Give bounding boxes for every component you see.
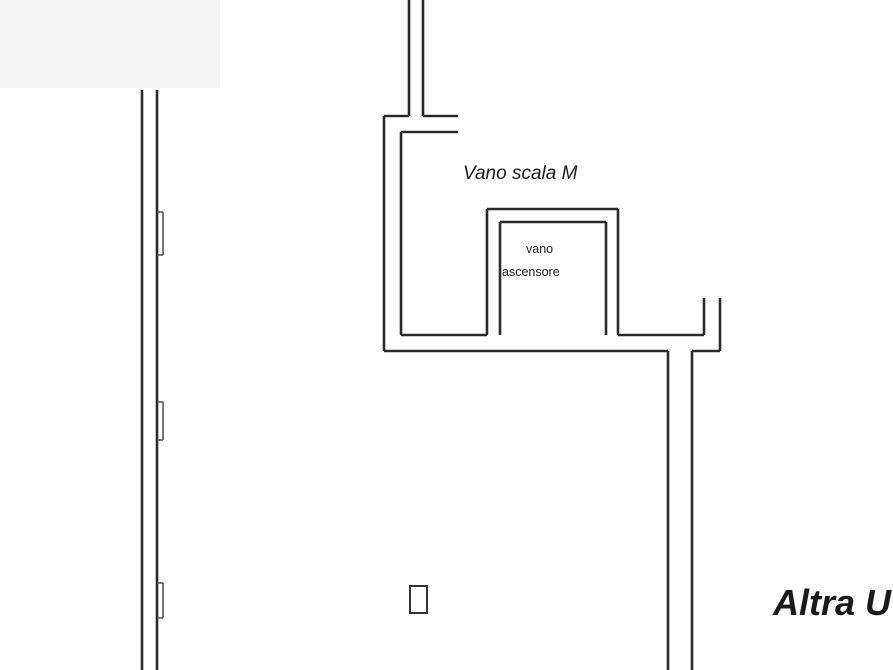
lift-shaft-walls (485, 207, 620, 335)
other-unit-label: Altra U (772, 582, 892, 623)
stair-shaft-label: Vano scala M (463, 163, 578, 184)
lift-shaft-label-line2: ascensore (502, 265, 560, 279)
left-exterior-wall (140, 90, 164, 670)
stair-shaft-walls (382, 114, 722, 353)
upper-partition-wall (407, 0, 425, 116)
lift-shaft-label-line1: vano (526, 242, 553, 256)
right-partition-wall (666, 351, 694, 670)
scan-smudge (0, 0, 220, 88)
column-marker (409, 585, 428, 614)
